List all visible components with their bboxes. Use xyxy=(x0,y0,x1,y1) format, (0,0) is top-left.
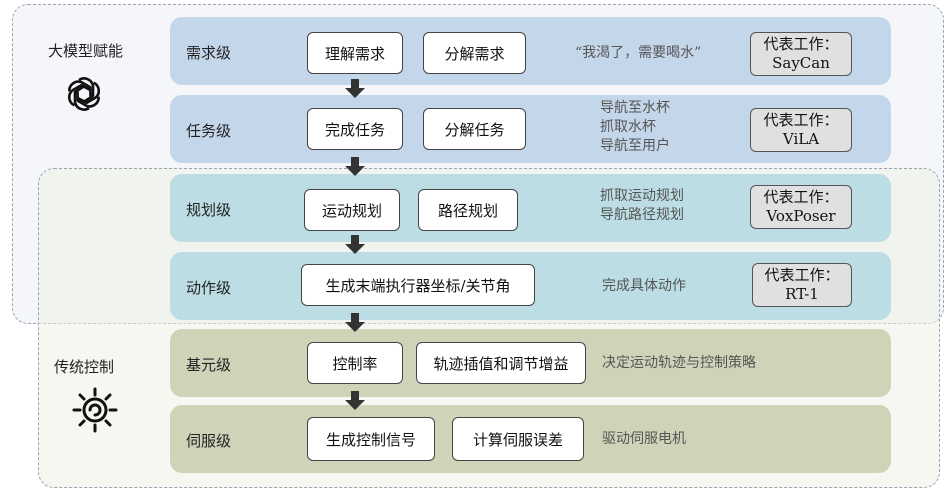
level-name: 伺服级 xyxy=(186,432,232,450)
step-box: 计算伺服误差 xyxy=(452,417,584,461)
level-name: 需求级 xyxy=(186,44,232,62)
level-description: 完成具体动作 xyxy=(602,278,686,294)
step-box: 完成任务 xyxy=(307,108,403,150)
representative-work-box: 代表工作： ViLA xyxy=(750,108,852,152)
level-description: 驱动伺服电机 xyxy=(602,431,686,447)
step-box: 分解需求 xyxy=(423,32,526,74)
step-box: 运动规划 xyxy=(304,189,400,231)
description-line: 导航至用户 xyxy=(600,138,670,154)
level-name: 任务级 xyxy=(186,122,232,140)
representative-work: VoxPoser xyxy=(766,207,836,225)
description-line: 导航路径规划 xyxy=(600,207,684,223)
down-arrow-icon xyxy=(345,313,365,333)
step-box: 理解需求 xyxy=(307,32,403,74)
level-description: 决定运动轨迹与控制策略 xyxy=(602,355,756,371)
representative-title: 代表工作： xyxy=(763,111,839,129)
description-line: 抓取水杯 xyxy=(600,119,656,135)
step-box: 分解任务 xyxy=(423,108,526,150)
representative-work: ViLA xyxy=(782,130,820,148)
step-box: 路径规划 xyxy=(418,189,518,231)
representative-work: RT-1 xyxy=(785,285,819,303)
traditional-group-label: 传统控制 xyxy=(54,358,115,376)
description-line: 抓取运动规划 xyxy=(600,188,684,204)
down-arrow-icon xyxy=(345,79,365,99)
level-description: 抓取运动规划 导航路径规划 xyxy=(600,187,684,225)
level-description: 导航至水杯 抓取水杯 导航至用户 xyxy=(600,99,670,156)
step-box: 轨迹插值和调节增益 xyxy=(416,342,586,384)
representative-title: 代表工作： xyxy=(763,35,839,53)
step-box: 生成末端执行器坐标/关节角 xyxy=(301,264,535,306)
level-name: 基元级 xyxy=(186,356,232,374)
ai-group-label: 大模型赋能 xyxy=(48,42,124,60)
representative-work-box: 代表工作： VoxPoser xyxy=(750,185,852,229)
level-description: “我渴了，需要喝水” xyxy=(575,45,702,61)
level-name: 规划级 xyxy=(186,201,232,219)
representative-work-box: 代表工作： RT-1 xyxy=(752,263,852,307)
description-line: 导航至水杯 xyxy=(600,100,670,116)
step-box: 控制率 xyxy=(307,342,403,384)
down-arrow-icon xyxy=(345,157,365,177)
down-arrow-icon xyxy=(345,391,365,411)
representative-work: SayCan xyxy=(772,54,830,72)
openai-knot-icon xyxy=(67,77,101,111)
step-box: 生成控制信号 xyxy=(307,417,435,461)
representative-work-box: 代表工作： SayCan xyxy=(750,32,852,76)
representative-title: 代表工作： xyxy=(764,266,840,284)
representative-title: 代表工作： xyxy=(763,188,839,206)
level-name: 动作级 xyxy=(186,279,232,297)
down-arrow-icon xyxy=(345,235,365,255)
gear-sun-icon xyxy=(72,387,118,433)
